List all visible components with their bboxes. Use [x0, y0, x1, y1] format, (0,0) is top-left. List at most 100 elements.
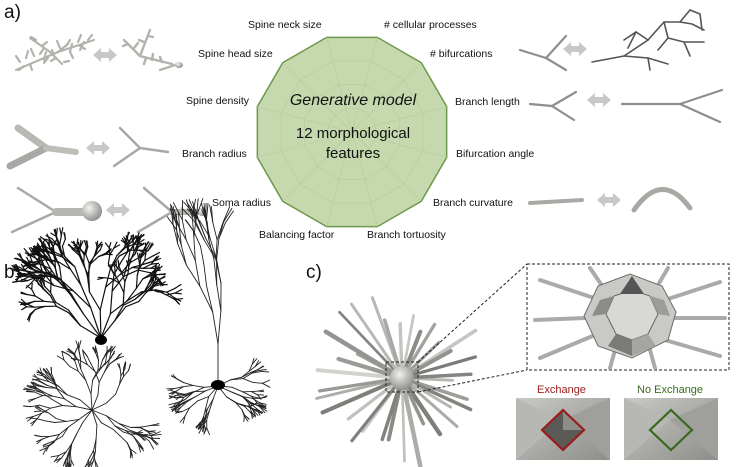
neurite-segment: [115, 266, 123, 274]
neurite-segment: [61, 426, 69, 437]
dodecagon-spoke: [351, 131, 378, 227]
neurite-segment: [107, 254, 111, 265]
neurite-segment: [29, 262, 38, 269]
neurite-segment: [119, 376, 124, 385]
neurite-segment: [88, 460, 92, 467]
neurite-segment: [46, 233, 51, 242]
neurite-segment: [115, 383, 120, 395]
neurite-segment: [105, 249, 112, 255]
neurite-segment: [148, 430, 156, 433]
dodecagon-spoke: [282, 62, 353, 133]
neurite-segment: [65, 461, 68, 467]
neurite-segment: [183, 382, 194, 386]
neurite-segment: [46, 374, 54, 382]
neurite-segment: [49, 434, 60, 437]
neurite-segment: [126, 291, 142, 302]
neurite-segment: [31, 288, 36, 297]
neurite-segment: [257, 365, 264, 370]
neurite-segment: [181, 219, 187, 241]
neurite-segment: [143, 261, 154, 265]
neurite-segment: [54, 420, 67, 423]
neurite-segment: [61, 238, 67, 247]
neurite-segment: [185, 219, 195, 232]
neurite-segment: [241, 396, 253, 399]
neuron-soma-1: [95, 335, 107, 345]
neurite-segment: [150, 289, 159, 293]
neurite-segment: [103, 277, 113, 280]
neurite-segment: [185, 239, 196, 261]
neurite-segment: [31, 419, 37, 427]
neurite-segment: [261, 370, 270, 373]
neurite-segment: [196, 396, 210, 402]
neurite-segment: [165, 294, 176, 300]
neurite-segment: [61, 351, 65, 361]
neurite-segment: [44, 420, 56, 423]
neurite-segment: [61, 350, 70, 356]
neurite-segment: [242, 391, 253, 397]
neurite-segment: [108, 242, 112, 249]
neurite-segment: [133, 436, 140, 444]
neurite-segment: [250, 403, 257, 407]
neurite-segment: [258, 405, 267, 410]
neurite-segment: [194, 259, 201, 287]
neurite-segment: [198, 423, 204, 430]
neurite-segment: [177, 401, 186, 408]
neurite-segment: [108, 352, 112, 363]
neurite-segment: [258, 404, 267, 407]
neurite-segment: [116, 352, 123, 360]
neurite-segment: [222, 206, 231, 223]
label-branch-tortuosity: Branch tortuosity: [367, 229, 446, 241]
neurite-segment: [193, 390, 206, 398]
model-title: Generative model: [289, 92, 417, 109]
neurite-segment: [31, 378, 41, 381]
neurite-segment: [259, 402, 267, 405]
neurite-segment: [63, 232, 67, 240]
neurite-segment: [97, 363, 106, 371]
neurite-segment: [104, 357, 112, 365]
neurite-segment: [22, 260, 32, 270]
neurite-segment: [42, 442, 50, 447]
neurite-segment: [89, 256, 100, 265]
neurite-segment: [172, 374, 178, 380]
neurite-segment: [38, 404, 51, 409]
neurite-segment: [123, 269, 139, 277]
neurite-segment: [196, 217, 207, 239]
neurite-segment: [255, 409, 264, 413]
process-cylinder: [350, 302, 404, 380]
neurite-segment: [30, 382, 37, 389]
neurite-segment: [120, 239, 127, 245]
neurite-segment: [205, 396, 210, 408]
neurite-segment: [39, 447, 48, 452]
neurite-segment: [65, 453, 69, 462]
dodecagon-spoke: [351, 37, 378, 133]
neurite-segment: [203, 423, 207, 431]
neurite-segment: [138, 442, 144, 450]
neurite-segment: [79, 240, 84, 248]
process-cylinder: [338, 310, 404, 380]
neurite-segment: [260, 395, 268, 399]
neurite-segment: [114, 304, 124, 322]
neurite-segment: [242, 372, 254, 380]
neurite-segment: [176, 386, 184, 392]
neurite-segment: [73, 247, 81, 250]
neurite-segment: [25, 283, 32, 289]
neurite-segment: [152, 278, 157, 287]
neurite-segment: [43, 368, 48, 376]
neurite-segment: [174, 298, 184, 300]
neurite-segment: [21, 278, 29, 282]
model-line1: 12 morphological: [295, 125, 411, 142]
neurite-segment: [172, 222, 179, 245]
neurite-segment: [169, 208, 177, 225]
neurite-segment: [34, 435, 42, 438]
no-exchange-panel: [624, 398, 718, 460]
neurite-segment: [188, 199, 198, 219]
neurite-segment: [86, 275, 91, 293]
neurite-segment: [251, 358, 258, 365]
neurite-segment: [42, 375, 50, 383]
neurite-segment: [160, 281, 166, 286]
neurite-segment: [199, 220, 211, 239]
neurite-segment: [111, 274, 115, 292]
neurite-segment: [51, 398, 63, 406]
